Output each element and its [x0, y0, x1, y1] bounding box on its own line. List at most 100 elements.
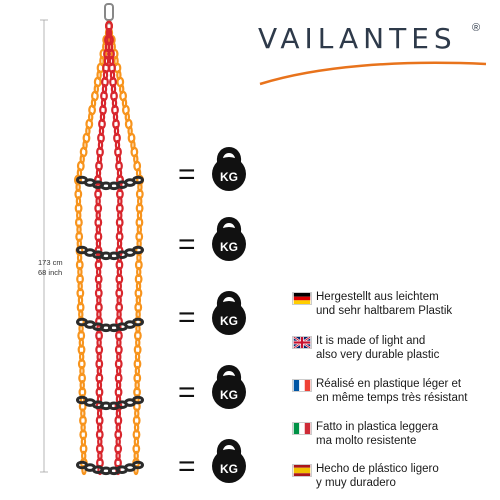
feature-line: Réalisé en plastique léger et [316, 378, 462, 390]
chain-link [135, 280, 142, 292]
chain-link [77, 280, 83, 292]
feature-line: en même temps très résistant [316, 392, 468, 404]
chain-link [115, 450, 121, 461]
feature-line: ma molto resistente [316, 435, 417, 447]
chain-link [76, 210, 82, 221]
chain-link [96, 337, 102, 348]
chain-link [102, 69, 109, 81]
chain-link [96, 365, 103, 377]
chain-link [95, 238, 102, 249]
chain-link [116, 238, 123, 249]
chain-link [96, 351, 102, 362]
chain-link [96, 280, 102, 292]
chain-link [135, 337, 141, 348]
kettlebell-label: KG [220, 170, 238, 184]
chain-link [116, 224, 123, 235]
chain-link [96, 309, 102, 320]
chain-link [137, 196, 143, 207]
chain-link [136, 224, 143, 235]
feature-line: Fatto in plastica leggera [316, 421, 439, 433]
chain-link [95, 266, 102, 278]
chain-link [116, 309, 122, 320]
chain-link [116, 167, 123, 179]
chain-link [133, 436, 140, 447]
kettlebell-icon: KG [206, 286, 252, 336]
chain-link [97, 436, 103, 447]
equals-sign: = [178, 450, 196, 483]
chain-link [76, 224, 82, 235]
chain-link [115, 422, 121, 433]
chain-link [95, 210, 101, 221]
chain-link [109, 69, 116, 81]
chain-link [134, 380, 140, 391]
chain-link [78, 351, 85, 362]
chain-link [95, 167, 102, 179]
kettlebell-label: KG [220, 314, 238, 328]
chain-link [81, 450, 87, 461]
chain-link [79, 365, 85, 377]
feature-line: Hergestellt aus leichtem [316, 291, 439, 303]
kettlebell-icon: KG [206, 142, 252, 192]
chain-link [113, 125, 120, 137]
rung-link [132, 245, 144, 255]
chain-link [99, 111, 106, 123]
kettlebell-label: KG [220, 388, 238, 402]
chain-link [116, 295, 122, 306]
chain-link [136, 210, 143, 221]
chain-link [134, 365, 141, 377]
brand-name: VAILANTES [258, 22, 457, 55]
chain-link [117, 196, 123, 207]
chain-link [78, 337, 85, 348]
chain-link [97, 139, 104, 151]
chain-link [133, 450, 139, 461]
kettlebell-icon: KG [206, 434, 252, 484]
france-flag-icon [292, 379, 312, 392]
chain-link [134, 351, 141, 362]
brand-logo: VAILANTES ® [258, 22, 488, 86]
chain-link [79, 380, 85, 391]
equals-sign: = [178, 158, 196, 191]
chain-link [117, 210, 123, 221]
kettlebell-label: KG [220, 462, 238, 476]
equals-sign: = [178, 301, 196, 334]
rung-link [132, 395, 144, 405]
height-inch: 68 inch [38, 268, 63, 277]
chain-link [96, 153, 103, 165]
chain-ladder [40, 3, 144, 476]
uk-flag-icon [292, 336, 312, 349]
chain-link [96, 408, 103, 419]
chain-link [116, 280, 122, 292]
chain-link [115, 153, 122, 165]
equals-sign: = [178, 228, 196, 261]
chain-link [95, 196, 101, 207]
spain-flag-icon [292, 464, 312, 477]
chain-link [114, 139, 121, 151]
chain-link [115, 380, 122, 391]
kettlebell-icon: KG [206, 212, 252, 262]
germany-flag-icon [292, 292, 312, 305]
kettlebell-icon: KG [206, 360, 252, 410]
chain-link [115, 408, 122, 419]
height-cm: 173 cm [38, 258, 63, 267]
chain-link [107, 41, 114, 53]
chain-link [134, 408, 140, 419]
feature-line: It is made of light and [316, 335, 426, 347]
chain-link [96, 380, 103, 391]
chain-link [96, 295, 102, 306]
feature-line: und sehr haltbarem Plastik [316, 305, 453, 317]
feature-line: also very durable plastic [316, 349, 440, 361]
height-label: 173 cm 68 inch [38, 258, 63, 278]
feature-line: y muy duradero [316, 477, 396, 489]
feature-line: Hecho de plástico ligero [316, 463, 439, 475]
kettlebell-label: KG [220, 240, 238, 254]
chain-link [97, 450, 103, 461]
rung-link [132, 460, 144, 470]
registered-mark: ® [472, 22, 481, 34]
equals-sign: = [178, 376, 196, 409]
chain-link [115, 365, 122, 377]
chain-link [98, 125, 105, 137]
chain-link [95, 224, 102, 235]
chain-link [136, 266, 142, 278]
chain-strands [74, 20, 144, 476]
